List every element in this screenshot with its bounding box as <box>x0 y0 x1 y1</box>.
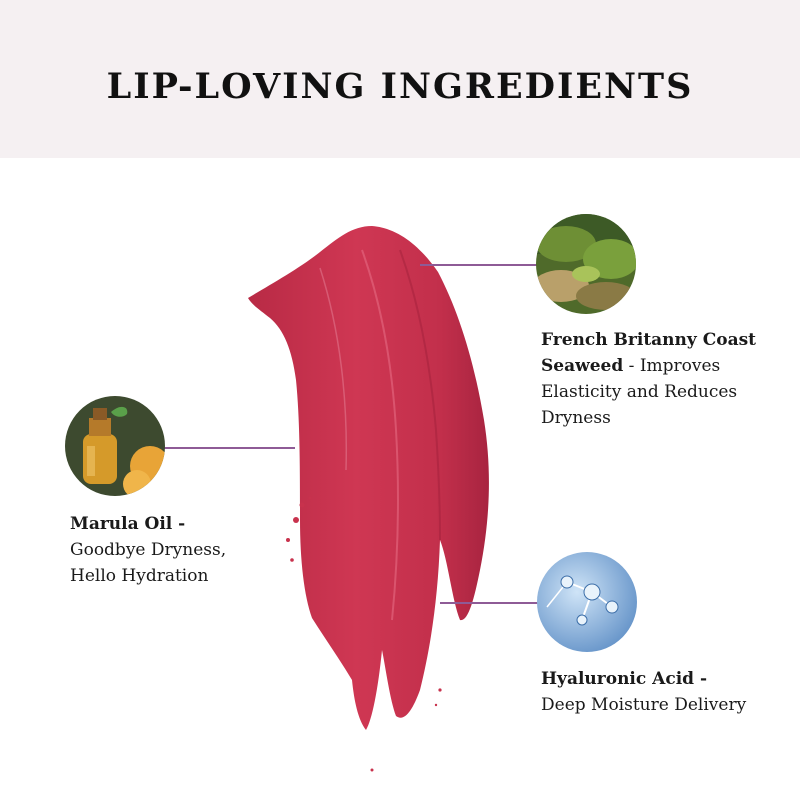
connector-line-seaweed <box>420 264 540 266</box>
seaweed-icon <box>536 214 636 314</box>
seaweed-desc: - Improves <box>623 356 721 376</box>
seaweed-desc-2: Elasticity and Reduces <box>541 382 738 402</box>
marula-caption: Marula Oil - Goodbye Dryness, Hello Hydr… <box>70 511 300 589</box>
connector-line-marula <box>160 447 295 449</box>
hyaluronic-caption: Hyaluronic Acid - Deep Moisture Delivery <box>541 666 791 718</box>
marula-desc-2: Hello Hydration <box>70 566 209 586</box>
page-title: LIP-LOVING INGREDIENTS <box>106 66 694 107</box>
oil-bottle-icon <box>65 396 165 496</box>
seaweed-name-2: Seaweed <box>541 356 624 376</box>
marula-desc: Goodbye Dryness, <box>70 540 227 560</box>
connector-line-hyaluronic <box>440 602 540 604</box>
seaweed-caption: French Britanny Coast Seaweed - Improves… <box>541 327 791 431</box>
seaweed-desc-3: Dryness <box>541 408 611 428</box>
marula-name: Marula Oil - <box>70 514 186 534</box>
hyaluronic-name: Hyaluronic Acid - <box>541 669 708 689</box>
header-banner: LIP-LOVING INGREDIENTS <box>0 0 800 158</box>
seaweed-name: French Britanny Coast <box>541 330 757 350</box>
molecule-icon <box>537 552 637 652</box>
hyaluronic-desc: Deep Moisture Delivery <box>541 695 747 715</box>
